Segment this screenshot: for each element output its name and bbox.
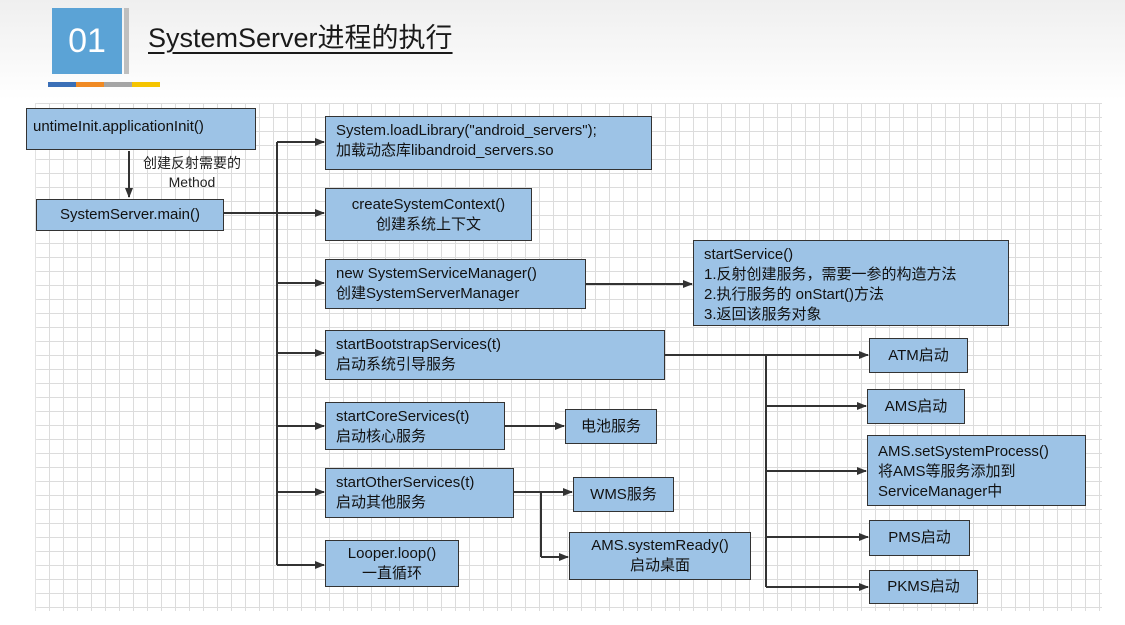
create-context-line2: 创建系统上下文 bbox=[375, 215, 481, 233]
start-service-line3: 2.执行服务的 onStart()方法 bbox=[704, 286, 885, 303]
bootstrap-line1: startBootstrapServices(t) bbox=[336, 336, 502, 353]
runtime-init-box: untimeInit.applicationInit() bbox=[26, 108, 256, 150]
set-system-process-box: AMS.setSystemProcess() 将AMS等服务添加到 Servic… bbox=[867, 435, 1086, 506]
system-server-main-box: SystemServer.main() bbox=[36, 199, 224, 231]
system-ready-box: AMS.systemReady() 启动桌面 bbox=[569, 532, 751, 580]
pkms-label: PKMS启动 bbox=[887, 578, 960, 595]
start-service-line1: startService() bbox=[704, 246, 794, 263]
looper-box: Looper.loop() 一直循环 bbox=[325, 540, 459, 587]
accent-bar-yellow bbox=[132, 82, 160, 87]
ams-label: AMS启动 bbox=[884, 397, 948, 415]
accent-bar-orange bbox=[76, 82, 104, 87]
set-system-process-line2: 将AMS等服务添加到 bbox=[878, 463, 1016, 480]
atm-start-box: ATM启动 bbox=[869, 338, 968, 373]
pkms-start-box: PKMS启动 bbox=[869, 570, 978, 604]
badge-shadow bbox=[124, 8, 129, 74]
create-context-box: createSystemContext() 创建系统上下文 bbox=[325, 188, 532, 241]
set-system-process-line3: ServiceManager中 bbox=[878, 483, 1003, 500]
reflect-method-note: 创建反射需要的 Method bbox=[132, 154, 252, 192]
looper-line2: 一直循环 bbox=[361, 564, 422, 582]
other-line1: startOtherServices(t) bbox=[336, 474, 475, 491]
atm-label: ATM启动 bbox=[888, 346, 949, 364]
core-line1: startCoreServices(t) bbox=[336, 408, 470, 425]
service-manager-box: new SystemServiceManager() 创建SystemServe… bbox=[325, 259, 586, 309]
battery-label: 电池服务 bbox=[580, 417, 641, 435]
header-background bbox=[0, 0, 1125, 100]
runtime-init-label: untimeInit.applicationInit() bbox=[33, 118, 204, 135]
system-server-main-label: SystemServer.main() bbox=[59, 206, 201, 223]
ams-start-box: AMS启动 bbox=[867, 389, 965, 424]
create-context-line1: createSystemContext() bbox=[351, 195, 506, 213]
set-system-process-line1: AMS.setSystemProcess() bbox=[878, 443, 1049, 460]
wms-label: WMS服务 bbox=[590, 485, 657, 503]
grid-left-fade bbox=[0, 103, 40, 611]
core-line2: 启动核心服务 bbox=[336, 428, 427, 445]
start-service-line2: 1.反射创建服务，需要一参的构造方法 bbox=[704, 266, 957, 283]
accent-bar-gray bbox=[104, 82, 132, 87]
page-title: SystemServer进程的执行 bbox=[148, 23, 453, 53]
section-number-badge: 01 bbox=[52, 8, 122, 74]
load-library-line1: System.loadLibrary("android_servers"); bbox=[336, 122, 597, 139]
load-library-line2: 加载动态库libandroid_servers.so bbox=[336, 142, 554, 159]
battery-service-box: 电池服务 bbox=[565, 409, 657, 444]
load-library-box: System.loadLibrary("android_servers"); 加… bbox=[325, 116, 652, 170]
pms-start-box: PMS启动 bbox=[869, 520, 970, 556]
system-ready-line2: 启动桌面 bbox=[629, 557, 690, 574]
bootstrap-line2: 启动系统引导服务 bbox=[336, 356, 457, 373]
pms-label: PMS启动 bbox=[888, 529, 951, 546]
accent-bar-blue bbox=[48, 82, 76, 87]
service-manager-line2: 创建SystemServerManager bbox=[336, 285, 520, 302]
other-line2: 启动其他服务 bbox=[336, 494, 427, 511]
looper-line1: Looper.loop() bbox=[347, 544, 437, 562]
service-manager-line1: new SystemServiceManager() bbox=[336, 265, 537, 282]
system-ready-line1: AMS.systemReady() bbox=[591, 537, 729, 554]
reflect-note-line2: Method bbox=[168, 174, 216, 190]
wms-service-box: WMS服务 bbox=[573, 477, 674, 512]
reflect-note-line1: 创建反射需要的 bbox=[143, 155, 241, 171]
start-service-line4: 3.返回该服务对象 bbox=[704, 306, 822, 323]
core-services-box: startCoreServices(t) 启动核心服务 bbox=[325, 402, 505, 450]
bootstrap-services-box: startBootstrapServices(t) 启动系统引导服务 bbox=[325, 330, 665, 380]
start-service-box: startService() 1.反射创建服务，需要一参的构造方法 2.执行服务… bbox=[693, 240, 1009, 326]
other-services-box: startOtherServices(t) 启动其他服务 bbox=[325, 468, 514, 518]
